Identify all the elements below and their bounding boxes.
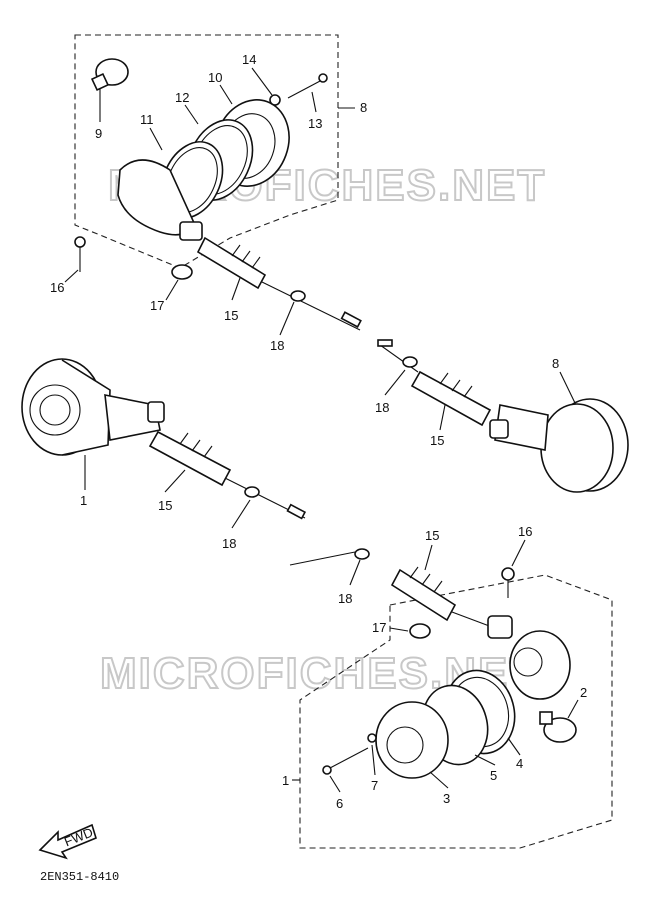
callout-1-left: 1 [80,493,87,508]
callout-7: 7 [371,778,378,793]
bulb-part [90,58,129,92]
callout-8-top: 8 [360,100,367,115]
callout-1-bottom: 1 [282,773,289,788]
housing-body-lower [509,630,571,700]
grommet-part [171,264,193,280]
callout-14: 14 [242,52,256,67]
socket-cord-part [196,236,362,331]
assembly-upper-group [74,34,362,331]
callout-10: 10 [208,70,222,85]
callout-18-bottom: 18 [338,591,352,606]
assembly-left-group [21,358,307,520]
callout-2: 2 [580,685,587,700]
callout-18-right: 18 [375,400,389,415]
callout-6: 6 [336,796,343,811]
callout-12: 12 [175,90,189,105]
callout-3: 3 [443,791,450,806]
callout-13: 13 [308,116,322,131]
callout-16-bottom: 16 [518,524,532,539]
callout-15-right: 15 [430,433,444,448]
callout-4: 4 [516,756,523,771]
assembly-boundary-lower [299,574,613,849]
assembly-boundary-upper [74,34,339,269]
callout-5: 5 [490,768,497,783]
screw-part [287,79,323,99]
bolt-part [74,236,86,248]
assembly-right-group [377,339,629,493]
callout-17-top: 17 [150,298,164,313]
callout-8-right: 8 [552,356,559,371]
callout-18-mid: 18 [222,536,236,551]
callout-9: 9 [95,126,102,141]
callout-labels: 9 10 14 13 8 12 11 16 17 15 18 8 [50,52,587,811]
fwd-arrow-icon: FWD [38,823,97,860]
washer-part [269,94,281,106]
lens-lower [375,701,449,779]
callout-15-mid: 15 [158,498,172,513]
callout-15-bottom: 15 [425,528,439,543]
callout-17-bottom: 17 [372,620,386,635]
callout-18-top: 18 [270,338,284,353]
callout-15-top: 15 [224,308,238,323]
assembly-lower-group [289,548,613,849]
diagram-code: 2EN351-8410 [40,870,119,884]
callout-11: 11 [140,112,154,127]
callout-16-top: 16 [50,280,64,295]
